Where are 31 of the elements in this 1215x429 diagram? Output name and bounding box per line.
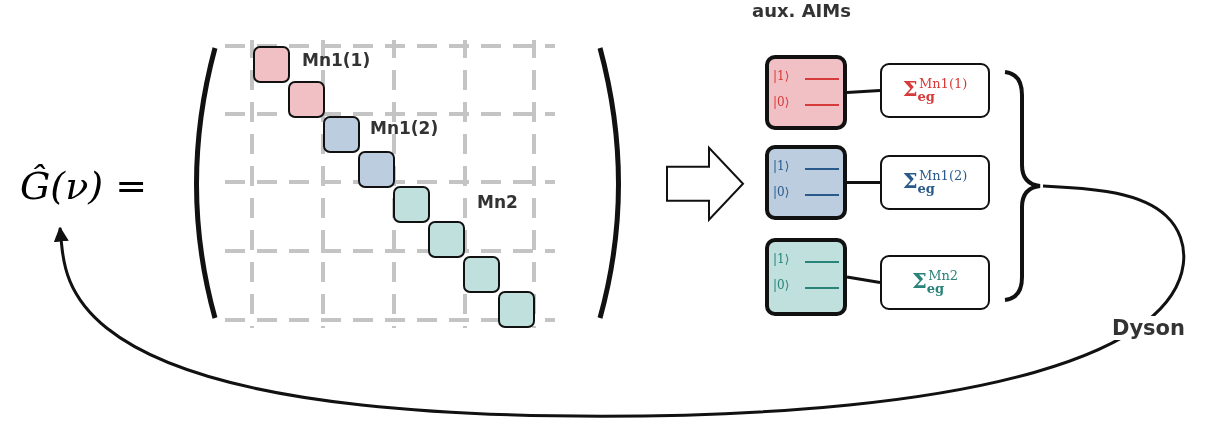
- matrix-block: [393, 186, 430, 223]
- ket-label: |1⟩: [773, 252, 790, 266]
- formula-text: Ĝ(ν) =: [20, 164, 148, 208]
- ket-label: |1⟩: [773, 69, 790, 83]
- ket-label: |0⟩: [773, 185, 790, 199]
- ket-label: |1⟩: [773, 159, 790, 173]
- matrix-block: [358, 151, 395, 188]
- block-label: Mn2: [477, 192, 518, 212]
- matrix-block: [253, 46, 290, 83]
- matrix-block: [323, 116, 360, 153]
- self-energy-box: [880, 63, 990, 118]
- self-energy-box: [880, 155, 990, 210]
- matrix-block: [288, 81, 325, 118]
- edge-label: Dyson: [1112, 316, 1185, 340]
- connector-line: [846, 89, 881, 94]
- block-label: Mn1(1): [302, 50, 371, 70]
- matrix-block: [428, 221, 465, 258]
- matrix-block: [498, 291, 535, 328]
- group-heading: aux. AIMs: [752, 0, 851, 21]
- block-arrow: [666, 145, 745, 223]
- connector-line: [847, 181, 880, 184]
- ket-label: |0⟩: [773, 95, 790, 109]
- auxiliary-impurity-box: [765, 238, 847, 316]
- ket-label: |0⟩: [773, 278, 790, 292]
- block-label: Mn1(2): [370, 118, 439, 138]
- curved-arrow: [53, 184, 1185, 418]
- auxiliary-impurity-box: [765, 145, 847, 220]
- self-energy-box: [880, 255, 990, 310]
- connector-line: [846, 275, 881, 284]
- matrix-block: [463, 256, 500, 293]
- auxiliary-impurity-box: [765, 55, 847, 130]
